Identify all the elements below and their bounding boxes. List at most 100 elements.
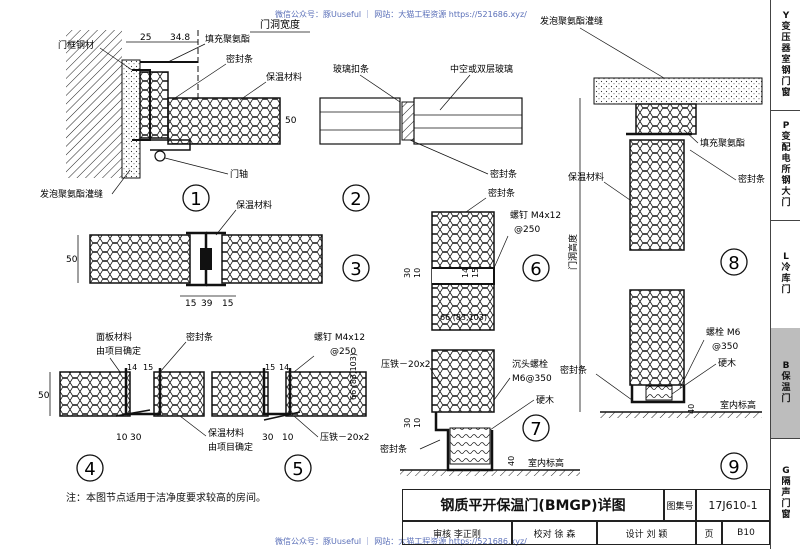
- label-bolt-spec-7: M6@350: [512, 374, 552, 384]
- sidebar-tab-g[interactable]: G 隔声门窗: [771, 438, 800, 549]
- atlas-label: 图集号: [664, 489, 696, 521]
- sidebar-tab-label: 保温门: [781, 372, 791, 404]
- check-signature: 校对 徐 森: [512, 521, 597, 545]
- page-label: 页: [696, 521, 722, 545]
- dim-15-5: 15: [265, 363, 275, 372]
- detail-6-7: 密封条 螺钉 M4x12 @250 30 10 14 15 66 (83,103…: [380, 187, 580, 476]
- label-insulation-3: 保温材料: [236, 199, 272, 211]
- svg-text:7: 7: [530, 419, 541, 440]
- label-door-frame-steel: 门框钢材: [58, 39, 94, 51]
- chapter-sidebar: Y 变压器室钢门窗 P 变配电所钢大门 L 冷库门 B 保温门 G 隔声门窗: [770, 0, 800, 549]
- detail-marker-8: [720, 248, 748, 276]
- watermark-top: 微信公众号：豚Uuseful ｜ 网站：大猫工程资源 https://52168…: [275, 10, 527, 19]
- svg-text:3: 3: [350, 259, 361, 280]
- svg-text:8: 8: [728, 253, 739, 274]
- label-fill-pu-8: 填充聚氨酯: [700, 137, 745, 149]
- review-signature: 审核 李正刚: [402, 521, 512, 545]
- label-screw-6: 螺钉 M4x12: [510, 210, 561, 221]
- svg-text:1: 1: [190, 189, 201, 210]
- door-leaf-insulation: [167, 97, 281, 145]
- label-screw-spacing-5: @250: [330, 347, 356, 357]
- sidebar-tab-code: Y: [782, 11, 790, 21]
- detail-marker-6: [522, 254, 550, 282]
- label-hinge: 门轴: [230, 168, 248, 180]
- dim-10-5: 10: [282, 433, 294, 443]
- sidebar-tab-l[interactable]: L 冷库门: [771, 220, 800, 329]
- sidebar-tab-b[interactable]: B 保温门: [771, 328, 800, 439]
- dim-50-4: 50: [38, 391, 50, 401]
- detail-4: 50 面板材料 由项目确定 密封条 14 15 10 30 保温材料 由项目确定…: [38, 331, 253, 482]
- detail-2: 门洞宽度 玻璃扣条 中空或双层玻璃 密封条 2: [250, 18, 523, 212]
- label-project-decided-4b: 由项目确定: [208, 441, 253, 453]
- detail-marker-4: [76, 454, 104, 482]
- sidebar-tab-code: P: [782, 121, 790, 131]
- svg-text:6: 6: [530, 259, 541, 280]
- label-press-iron-5: 压铁－20x2: [320, 431, 370, 443]
- detail-3: 50 保温材料 15 39 15 3: [66, 199, 370, 309]
- detail-1: 25 34.8 门框钢材 填充聚氨酯 密封条 保温材料 50 门轴 发泡聚氨酯灌…: [40, 30, 302, 212]
- label-countersunk-bolt: 沉头螺栓: [512, 358, 548, 370]
- label-hardwood-9: 硬木: [718, 357, 736, 369]
- drawing-note: 注：本图节点适用于洁净度要求较高的房间。: [66, 493, 266, 504]
- detail-marker-3: [342, 254, 370, 282]
- dim-10-6: 10: [413, 268, 422, 278]
- design-signature: 设计 刘 颖: [597, 521, 696, 545]
- label-opening-height: 门洞高度: [567, 234, 579, 270]
- watermark-bottom: 微信公众号：豚Uuseful ｜ 网站：大猫工程资源 https://52168…: [275, 537, 527, 546]
- dim-30-6: 30: [403, 268, 412, 278]
- sidebar-tab-code: B: [782, 361, 790, 371]
- dim-39: 39: [201, 299, 213, 309]
- dim-15-4: 15: [143, 363, 153, 372]
- detail-8-9: 门洞高度 发泡聚氨酯灌缝 填充聚氨酯 密封条 保温材料 8 螺栓 M6 @350…: [540, 15, 765, 480]
- dim-50-3: 50: [66, 255, 78, 265]
- label-press-iron-7: 压铁－20x2: [381, 358, 431, 370]
- page-number: B10: [722, 521, 770, 545]
- dim-14-6: 14: [461, 268, 470, 278]
- label-hardwood-7: 硬木: [536, 394, 554, 406]
- label-indoor-level-9: 室内标高: [720, 399, 756, 411]
- label-bolt-spacing-9: @350: [712, 342, 738, 352]
- label-opening-width: 门洞宽度: [260, 18, 300, 31]
- atlas-number: 17J610-1: [696, 489, 770, 521]
- sidebar-tab-label: 隔声门窗: [781, 477, 791, 520]
- hinge-icon: [154, 150, 166, 162]
- title-block: 钢质平开保温门(BMGP)详图 图集号 17J610-1 审核 李正刚 校对 徐…: [402, 489, 770, 545]
- dim-34-8: 34.8: [170, 33, 190, 43]
- sidebar-tab-code: L: [783, 252, 789, 262]
- dim-15-3b: 15: [222, 299, 233, 309]
- label-screw-spacing-6: @250: [514, 225, 540, 235]
- dim-15-3a: 15: [185, 299, 196, 309]
- label-glass-bead: 玻璃扣条: [333, 63, 369, 75]
- wall-hatch: [66, 30, 122, 178]
- label-seal-1: 密封条: [226, 53, 253, 65]
- dim-15-6: 15: [471, 268, 480, 278]
- detail-marker-5: [284, 454, 312, 482]
- dim-30-7: 30: [403, 418, 412, 428]
- label-face-material: 面板材料: [96, 331, 132, 343]
- label-fill-pu-1: 填充聚氨酯: [205, 33, 250, 45]
- label-foam-pu-8: 发泡聚氨酯灌缝: [540, 15, 603, 27]
- label-hollow-glass: 中空或双层玻璃: [450, 63, 513, 75]
- dim-10-7: 10: [413, 418, 422, 428]
- sidebar-tab-label: 冷库门: [781, 263, 791, 295]
- detail-marker-2: [342, 184, 370, 212]
- dim-66-5: 66 (83,103): [349, 353, 358, 400]
- sidebar-tab-y[interactable]: Y 变压器室钢门窗: [771, 0, 800, 111]
- dim-30-4: 30: [130, 433, 142, 443]
- svg-text:9: 9: [728, 457, 739, 478]
- label-seal-2: 密封条: [490, 168, 517, 180]
- sidebar-tab-label: 变配电所钢大门: [781, 132, 791, 208]
- dim-30-5: 30: [262, 433, 274, 443]
- label-seal-8: 密封条: [738, 173, 765, 185]
- dim-14-5: 14: [279, 363, 289, 372]
- label-indoor-level-7: 室内标高: [528, 457, 564, 469]
- sidebar-tab-p[interactable]: P 变配电所钢大门: [771, 110, 800, 221]
- label-seal-7: 密封条: [380, 443, 407, 455]
- frame-insulation: [139, 71, 169, 139]
- label-foam-pu-1: 发泡聚氨酯灌缝: [40, 188, 103, 200]
- detail-5: 螺钉 M4x12 @250 15 14 66 (83,103) 30 10 压铁…: [211, 332, 370, 482]
- dim-25: 25: [140, 33, 151, 43]
- label-screw-5: 螺钉 M4x12: [314, 332, 365, 343]
- dim-50-1: 50: [285, 116, 297, 126]
